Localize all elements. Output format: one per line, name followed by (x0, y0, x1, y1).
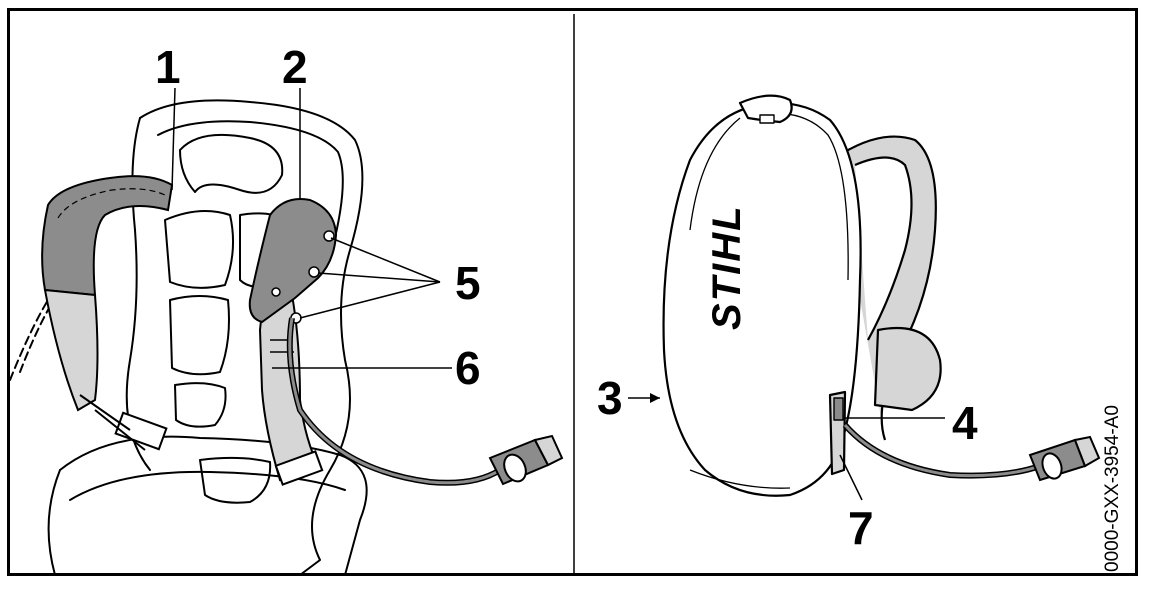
screw-a (323, 230, 335, 242)
callout-6: 6 (455, 342, 481, 394)
callout-5: 5 (455, 257, 481, 309)
figure-code: 0000-GXX-3954-A0 (1102, 405, 1123, 572)
left-shoulder-strap (41, 175, 174, 297)
callout-4: 4 (952, 397, 978, 449)
screw-b (308, 266, 320, 278)
harness-back-view (9, 99, 368, 576)
left-connector (488, 434, 564, 486)
left-strap-lower (43, 288, 99, 412)
right-connector (1028, 435, 1101, 482)
callout-1: 1 (155, 41, 181, 93)
stihl-logo: STIHL (705, 204, 749, 330)
figure-frame (7, 8, 1138, 576)
callout-2: 2 (282, 41, 308, 93)
callout-7: 7 (848, 502, 874, 554)
leader-lines-left (171, 87, 452, 369)
battery-backpack (662, 94, 942, 497)
callout-3: 3 (597, 372, 623, 424)
arrow-3-head (650, 393, 660, 403)
